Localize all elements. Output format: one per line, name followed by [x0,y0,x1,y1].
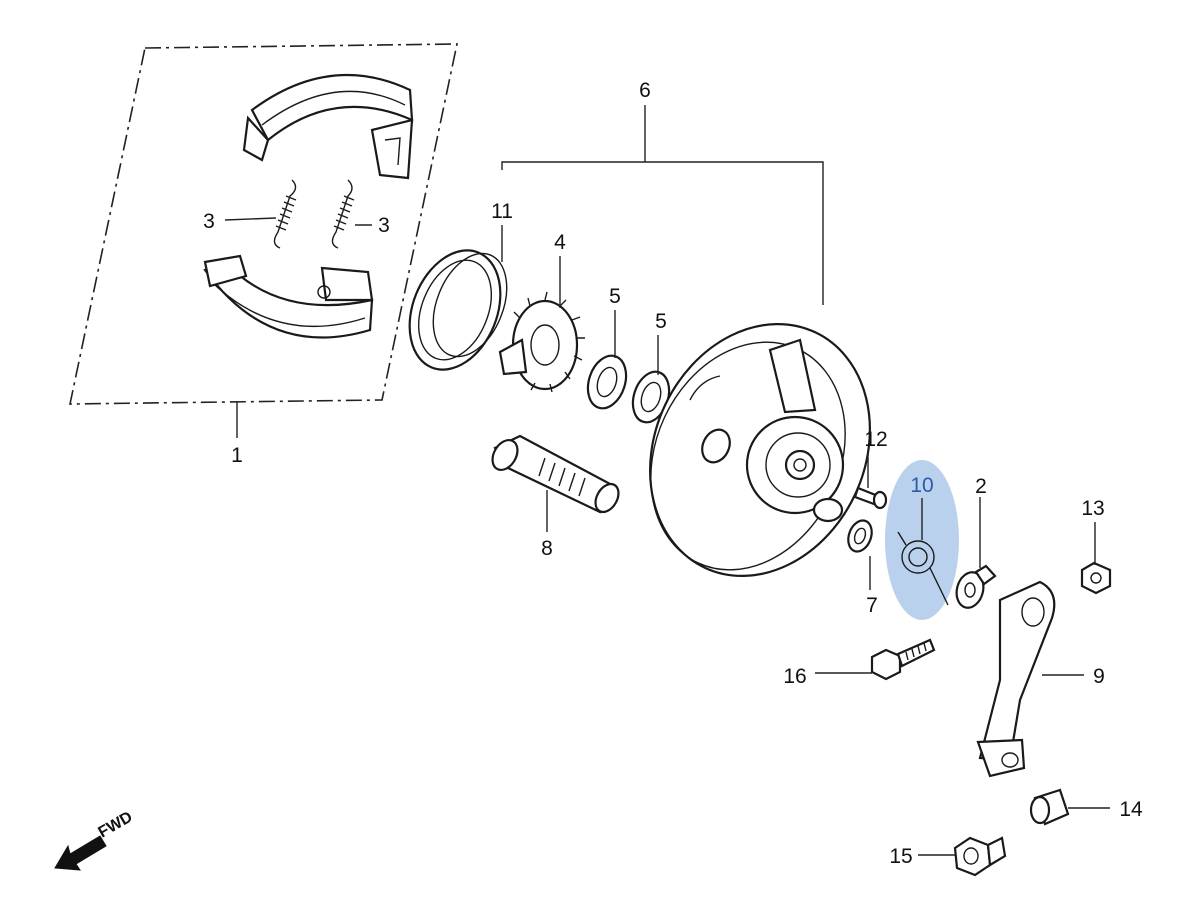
upper-brake-shoe [242,73,414,180]
spring-left [273,179,297,249]
callout-6: 6 [639,79,651,102]
part-11-ring [408,249,508,371]
part-8-spindle [491,434,620,514]
callout-8: 8 [541,537,553,560]
part-4-gear [498,291,585,393]
brake-shoe-frame [69,43,458,405]
part-15-nut [953,836,1007,877]
fwd-arrow-icon [54,835,107,871]
callout-15: 15 [889,845,912,868]
brake-shoe-group [69,43,458,405]
part-12-screw [853,486,888,510]
part-2-stopper [955,564,997,609]
callout-4: 4 [554,231,566,254]
part-14-collar [1029,788,1070,826]
part-9-kick-arm [976,580,1056,778]
callout-labels: 1 3 3 6 11 4 5 5 8 12 7 10 2 13 9 16 14 … [203,79,1143,868]
part-16-bolt [870,638,936,681]
part-5-washer-b [631,370,671,424]
callout-2: 2 [975,475,987,498]
part-6-backing-plate [649,323,871,577]
spring-right [331,179,355,249]
callout-5-a: 5 [609,285,621,308]
callout-16: 16 [783,665,806,688]
callout-14: 14 [1119,798,1143,821]
callout-3-right: 3 [378,214,390,237]
callout-12: 12 [864,428,887,451]
callout-13: 13 [1081,497,1104,520]
callout-1: 1 [231,444,243,467]
callout-7: 7 [866,594,878,617]
part-13-nut [1080,561,1112,595]
part-5-washer-a [586,354,628,410]
callout-3-left: 3 [203,210,215,233]
part-7-washer [847,519,873,553]
callout-10: 10 [910,474,933,497]
lower-brake-shoe [203,254,374,339]
leader-lines [224,105,1110,856]
fwd-direction-indicator: FWD [54,809,136,871]
callout-5-b: 5 [655,310,667,333]
callout-9: 9 [1093,665,1105,688]
callout-11: 11 [491,200,513,223]
fwd-label: FWD [96,809,136,842]
